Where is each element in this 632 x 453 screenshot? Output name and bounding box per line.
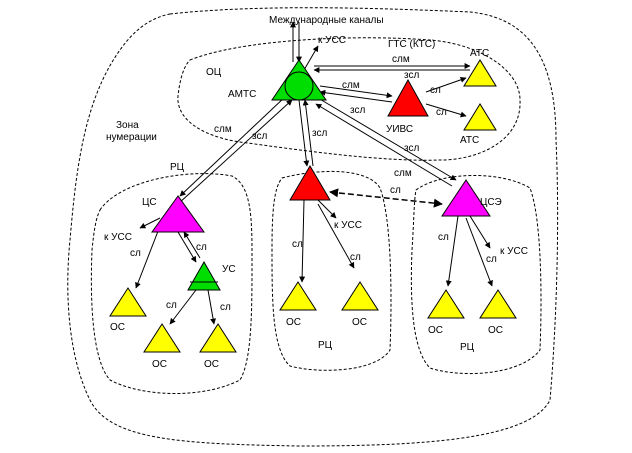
- link-rc-mid-os1: [299, 199, 306, 283]
- label-sl-rc-mid-os1: сл: [292, 239, 303, 250]
- label-rts-right: РЦ: [460, 342, 475, 353]
- label-ats-lower: АТС: [460, 135, 479, 146]
- link-amts-rc-mid-b: [302, 99, 314, 167]
- label-slm-top: слм: [392, 54, 410, 65]
- label-to-uss-top: к УСС: [318, 35, 346, 46]
- label-sl-cs-os: сл: [130, 248, 141, 259]
- label-zsl-cs: зсл: [252, 131, 267, 142]
- label-sl-rc-mid-os2: сл: [350, 252, 361, 263]
- os-node-left-1: [109, 287, 147, 317]
- oc-region-boundary: [177, 37, 521, 161]
- label-us: УС: [222, 264, 236, 275]
- label-intl-channels: Международные каналы: [269, 15, 384, 26]
- os-node-mid-1: [279, 281, 317, 311]
- label-rts-left-top: РЦ: [170, 162, 185, 173]
- label-sl-uivs-ats-bottom: сл: [436, 107, 447, 118]
- os-node-mid-2: [341, 281, 379, 311]
- rc-left-boundary: [90, 173, 253, 394]
- label-sl-cse-os2: сл: [486, 254, 497, 265]
- link-us-os3: [207, 289, 217, 325]
- label-gts: ГТС (КТС): [388, 39, 435, 50]
- link-cs-to-uss: [139, 217, 161, 229]
- us-node: [187, 260, 221, 291]
- link-amts-cse-b: [315, 103, 453, 187]
- label-rts-mid: РЦ: [318, 340, 333, 351]
- label-zsl-uivs: зсл: [350, 105, 365, 116]
- ats-lower-node: [463, 103, 497, 131]
- label-os-right-2: ОС: [488, 325, 503, 336]
- label-os-left-2: ОС: [152, 359, 167, 370]
- rc-mid-node: [289, 165, 331, 201]
- ats-top-node: [463, 59, 497, 87]
- label-sl-us-os2: сл: [166, 300, 177, 311]
- cse-node: [441, 179, 491, 217]
- label-os-mid-2: ОС: [352, 317, 367, 328]
- link-cse-os1: [445, 215, 459, 287]
- link-us-os2: [169, 289, 197, 325]
- link-amts-rc-mid-a: [298, 99, 310, 167]
- label-ats-top: АТС: [470, 48, 489, 59]
- uivs-node: [387, 78, 429, 117]
- link-uivs-ats-top: [425, 76, 467, 93]
- link-rc-mid-to-uss: [317, 199, 337, 219]
- link-cs-us-a: [177, 231, 197, 263]
- label-zone-line2: нумерации: [106, 132, 157, 143]
- link-rc-mid-cse-dashed: [329, 188, 443, 208]
- label-to-uss-cse: к УСС: [500, 246, 528, 257]
- label-to-uss-cs: к УСС: [104, 232, 132, 243]
- cs-node: [151, 195, 205, 233]
- link-cs-os1: [135, 225, 161, 289]
- label-os-left-3: ОС: [204, 359, 219, 370]
- label-slm-cs: слм: [214, 124, 232, 135]
- label-oc: ОЦ: [206, 67, 222, 78]
- os-node-right-1: [427, 289, 465, 319]
- label-sl-cse-os1: сл: [438, 232, 449, 243]
- link-amts-cs-a: [179, 95, 287, 197]
- label-uivs: УИВС: [386, 124, 413, 135]
- label-slm-uivs: слм: [342, 80, 360, 91]
- link-cs-us-b: [183, 231, 201, 259]
- label-zsl-cse: зсл: [404, 143, 419, 154]
- link-amts-cs-b: [177, 99, 293, 205]
- link-cse-os2: [465, 217, 493, 287]
- link-cse-to-uss: [469, 215, 491, 249]
- link-uivs-ats-bottom: [425, 103, 467, 118]
- label-zsl-top: зсл: [404, 70, 419, 81]
- label-os-left-1: ОС: [110, 322, 125, 333]
- link-rc-mid-os2: [317, 203, 355, 269]
- label-cse: ЦСЭ: [480, 197, 502, 208]
- label-cs: ЦС: [142, 197, 157, 208]
- label-slm-cse: слм: [394, 168, 412, 179]
- link-amts-cse-a: [317, 97, 457, 181]
- label-os-right-1: ОС: [428, 325, 443, 336]
- os-node-right-2: [479, 289, 517, 319]
- label-to-uss-rc-mid: к УСС: [334, 220, 362, 231]
- label-sl-cs-us: сл: [196, 242, 207, 253]
- rc-right-boundary: [410, 175, 542, 375]
- label-sl-dashed: сл: [390, 185, 401, 196]
- os-node-left-2: [143, 323, 181, 353]
- link-amts-uivs-b: [319, 89, 393, 103]
- link-to-uss-top: [303, 45, 319, 71]
- label-sl-uivs-ats-top: сл: [430, 85, 441, 96]
- os-node-left-3: [199, 323, 237, 353]
- label-os-mid-1: ОС: [286, 317, 301, 328]
- rc-middle-boundary: [271, 171, 392, 371]
- label-sl-us-os3: сл: [220, 302, 231, 313]
- label-zone-line1: Зона: [116, 120, 139, 131]
- label-amts: АМТС: [228, 89, 256, 100]
- link-amts-uivs-a: [319, 85, 393, 99]
- label-zsl-rc-mid: зсл: [312, 128, 327, 139]
- amts-circle: [284, 71, 314, 101]
